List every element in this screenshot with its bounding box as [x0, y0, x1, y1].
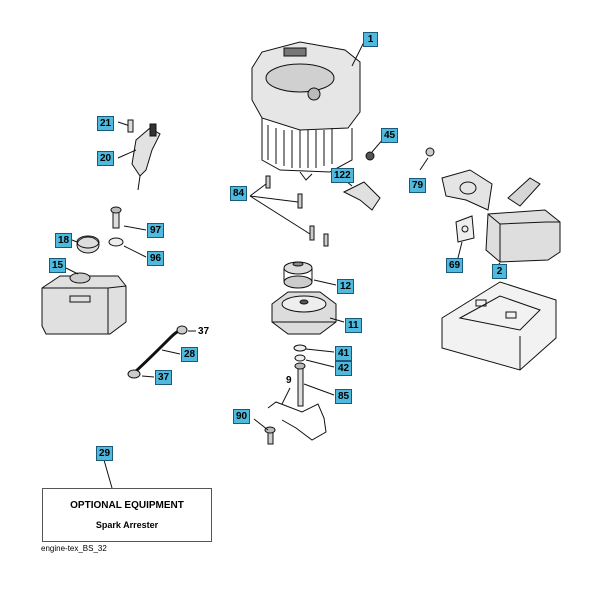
callout-84[interactable]: 84: [230, 186, 248, 201]
callout-42[interactable]: 42: [335, 361, 353, 376]
fuel-line-drawing: [127, 325, 188, 379]
callout-18[interactable]: 18: [55, 233, 73, 248]
optional-equipment-box: OPTIONAL EQUIPMENT Spark Arrester: [42, 488, 212, 542]
callout-11[interactable]: 11: [345, 318, 362, 333]
callout-15[interactable]: 15: [49, 258, 67, 273]
callout-45[interactable]: 45: [381, 128, 399, 143]
callout-21[interactable]: 21: [97, 116, 115, 131]
label-9: 9: [286, 375, 292, 386]
pulley-drawing: [283, 261, 313, 289]
drawing-reference: engine-tex_BS_32: [41, 544, 107, 553]
callout-2[interactable]: 2: [492, 264, 507, 279]
callout-41[interactable]: 41: [335, 346, 353, 361]
muffler-drawing: [441, 169, 561, 263]
optional-equipment-item: Spark Arrester: [95, 520, 159, 530]
callout-79[interactable]: 79: [409, 178, 427, 193]
optional-equipment-title: OPTIONAL EQUIPMENT: [70, 500, 184, 511]
fuel-cap-drawing: [76, 235, 100, 254]
callout-37-lower[interactable]: 37: [155, 370, 173, 385]
callout-12[interactable]: 12: [337, 279, 355, 294]
callout-96[interactable]: 96: [147, 251, 165, 266]
engine-drawing: [251, 41, 361, 181]
clutch-drawing: [271, 291, 337, 335]
mount-plate-drawing: [441, 281, 557, 371]
fuel-tank-drawing: [41, 272, 127, 335]
callout-20[interactable]: 20: [97, 151, 115, 166]
callout-85[interactable]: 85: [335, 389, 353, 404]
throttle-control-drawing: [131, 123, 161, 191]
callout-90[interactable]: 90: [233, 409, 251, 424]
callout-69[interactable]: 69: [446, 258, 464, 273]
callout-97[interactable]: 97: [147, 223, 165, 238]
callout-28[interactable]: 28: [181, 347, 199, 362]
label-37-upper: 37: [198, 326, 210, 337]
callout-1[interactable]: 1: [363, 32, 378, 47]
callout-122[interactable]: 122: [331, 168, 354, 183]
callout-29[interactable]: 29: [96, 446, 114, 461]
